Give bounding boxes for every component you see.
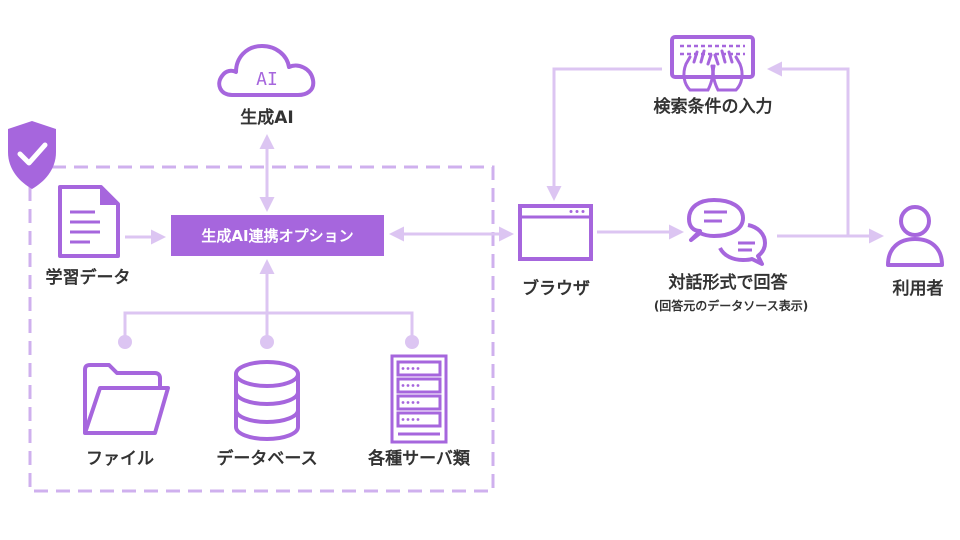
server-rack-icon <box>390 354 448 444</box>
dialog-sublabel: (回答元のデータソース表示) <box>653 299 809 313</box>
database-label: データベース <box>216 449 318 469</box>
user-icon <box>886 205 944 267</box>
search-input-label: 検索条件の入力 <box>653 97 773 117</box>
source-node-dot <box>260 335 274 349</box>
sources-branch-line <box>123 311 414 342</box>
source-node-dot <box>405 335 419 349</box>
user-label: 利用者 <box>892 279 944 299</box>
generative-ai-integration-option: 生成AI連携オプション <box>171 215 384 256</box>
browser-label: ブラウザ <box>522 279 590 299</box>
database-icon <box>234 360 300 441</box>
keyboard-hands-icon <box>670 35 755 92</box>
keyboard-browser-connector <box>546 67 662 201</box>
cloud-ai-text: AI <box>256 69 278 90</box>
hub-label: 生成AI連携オプション <box>201 227 354 245</box>
dialog-label: 対話形式で回答 <box>668 273 788 293</box>
source-node-dot <box>118 335 132 349</box>
user-keyboard-connector <box>767 61 850 236</box>
folder-icon <box>83 363 170 435</box>
cloud-icon: AI <box>217 44 316 97</box>
chat-bubbles-icon <box>687 198 767 266</box>
browser-window-icon <box>518 204 593 261</box>
ai-label: 生成AI <box>240 108 294 128</box>
servers-label: 各種サーバ類 <box>368 449 470 469</box>
document-icon <box>58 185 120 258</box>
shield-check-icon <box>8 121 56 189</box>
file-label: ファイル <box>86 449 154 469</box>
learning-data-label: 学習データ <box>45 268 131 288</box>
